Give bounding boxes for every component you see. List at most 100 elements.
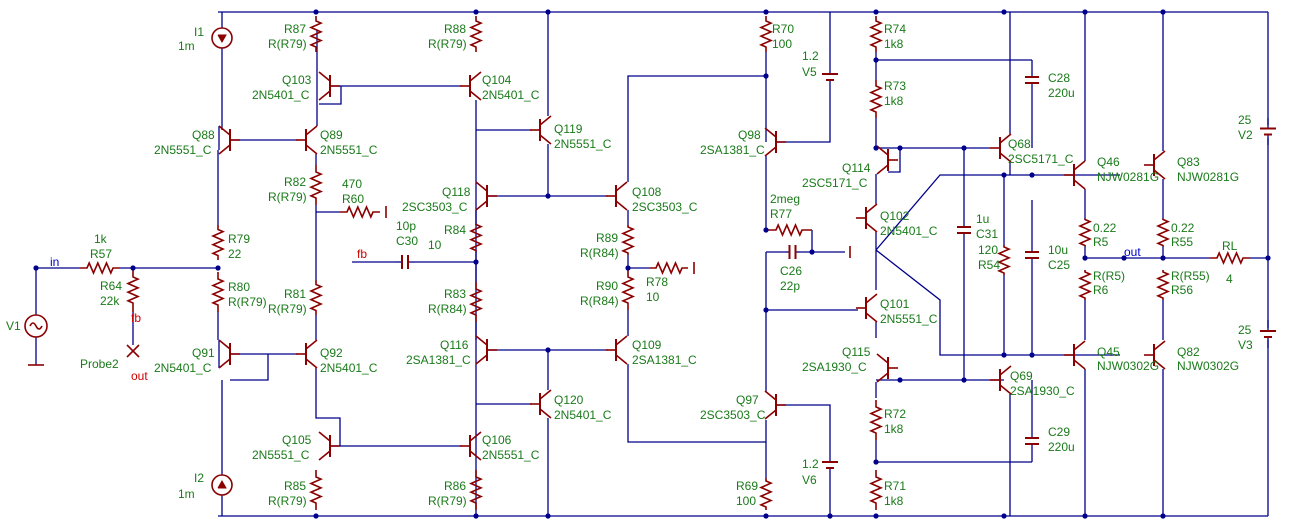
transistor-q115-emitter (876, 372, 889, 383)
label-q115-0: Q115 (842, 345, 871, 359)
resistor-r64-body (125, 268, 141, 312)
resistor-r73 (868, 80, 884, 118)
transistor-q114-collector (876, 145, 889, 156)
junction-dot (1160, 255, 1166, 261)
junction-dot (763, 227, 769, 233)
resistor-r71 (868, 470, 884, 510)
label-v3-1: V3 (1238, 338, 1253, 352)
transistor-q45 (1064, 340, 1086, 370)
label-q101-1: 2N5551_C (880, 312, 938, 326)
label-q105-1: 2N5551_C (252, 448, 310, 462)
transistor-q105-collector (318, 431, 331, 442)
label-q88-1: 2N5551_C (154, 143, 212, 157)
resistor-r86 (468, 470, 484, 510)
transistor-q82-emitter (1153, 359, 1166, 370)
label-r60-0: 470 (342, 177, 362, 191)
resistor-r83 (468, 282, 484, 322)
junction-dot (1121, 255, 1127, 261)
transistor-q91-collector (218, 339, 231, 350)
label-q109-0: Q109 (632, 338, 662, 352)
transistor-q92-collector (305, 339, 318, 350)
junction-dot (873, 9, 879, 15)
junctions (33, 9, 1271, 519)
transistor-q106 (460, 431, 482, 461)
junction-dot (873, 459, 879, 465)
resistor-r89-body (620, 225, 636, 255)
net-label-probe_fb: fb (131, 311, 141, 325)
junction-dot (809, 249, 815, 255)
label-v5-1: V5 (802, 65, 817, 79)
label-q97-0: Q97 (736, 393, 759, 407)
label-q82-0: Q82 (1177, 345, 1200, 359)
label-r79-0: R79 (228, 232, 250, 246)
junction-dot (1265, 255, 1271, 261)
junction-dot (473, 259, 479, 265)
label-i1-1: 1m (178, 39, 195, 53)
junction-dot (545, 193, 551, 199)
transistor-q83 (1144, 150, 1166, 180)
wire (776, 92, 831, 143)
junction-dot (763, 513, 769, 519)
label-r85-1: R(R79) (268, 494, 307, 508)
label-q45-0: Q45 (1097, 345, 1120, 359)
resistor-r79 (210, 225, 226, 260)
transistor-q83-emitter (1153, 169, 1166, 180)
resistor-r71-body (868, 470, 884, 510)
label-r81-1: R(R79) (268, 302, 307, 316)
current-source-i2-ring (211, 474, 233, 496)
junction-dot (763, 73, 769, 79)
transistor-q45-emitter (1073, 359, 1086, 370)
wire (627, 75, 766, 182)
resistor-r87 (308, 16, 324, 52)
junction-dot (545, 513, 551, 519)
transistor-q88 (218, 125, 240, 155)
current-source-i1-arrow (217, 34, 227, 44)
net-label-probe_out: out (131, 369, 148, 383)
net-label-out: out (1124, 245, 1141, 259)
label-r77-1: R77 (770, 207, 792, 221)
transistor-q116-emitter (475, 354, 488, 365)
capacitor-c26 (785, 245, 800, 259)
label-q88-0: Q88 (192, 128, 215, 142)
junction-dot (897, 377, 903, 383)
battery-v6 (822, 450, 838, 480)
transistor-q120-emitter (539, 408, 552, 419)
resistor-r57-body (80, 260, 120, 276)
label-r64-1: 22k (100, 294, 120, 308)
transistor-q92-emitter (305, 358, 318, 369)
transistor-q89 (296, 125, 318, 155)
transistor-q114-emitter (876, 164, 889, 175)
transistor-q103-collector (318, 71, 331, 82)
junction-dot (961, 145, 967, 151)
transistor-q119-emitter (539, 134, 552, 145)
label-c29-1: 220u (1048, 440, 1075, 454)
resistor-r84 (468, 223, 484, 252)
junction-dot (1001, 513, 1007, 519)
label-r87-1: R(R79) (268, 37, 307, 51)
net-label-fb: fb (357, 247, 367, 261)
junction-dot (473, 513, 479, 519)
label-r74-1: 1k8 (884, 37, 904, 51)
resistor-r90-body (620, 270, 636, 310)
resistor-r72 (868, 400, 884, 440)
label-c28-1: 220u (1048, 86, 1075, 100)
junction-dot (827, 513, 833, 519)
transistor-q92 (296, 339, 318, 369)
label-r5-0: 0.22 (1093, 221, 1117, 235)
label-c25-0: 10u (1048, 243, 1068, 257)
label-r83-0: R83 (444, 287, 466, 301)
junction-dot (1029, 352, 1035, 358)
label-r86-1: R(R79) (428, 494, 467, 508)
source-v1 (24, 314, 48, 338)
resistor-r57 (80, 260, 120, 276)
transistor-q98-collector (764, 127, 777, 138)
current-source-i1-ring (211, 27, 233, 49)
transistor-q118 (475, 181, 497, 211)
resistor-r90 (620, 270, 636, 310)
label-r78-0: R78 (646, 275, 668, 289)
label-v2-0: 25 (1238, 113, 1252, 127)
label-q92-0: Q92 (320, 346, 343, 360)
resistor-r74 (868, 16, 884, 52)
label-c25-1: C25 (1048, 258, 1070, 272)
transistor-q97 (764, 390, 786, 420)
